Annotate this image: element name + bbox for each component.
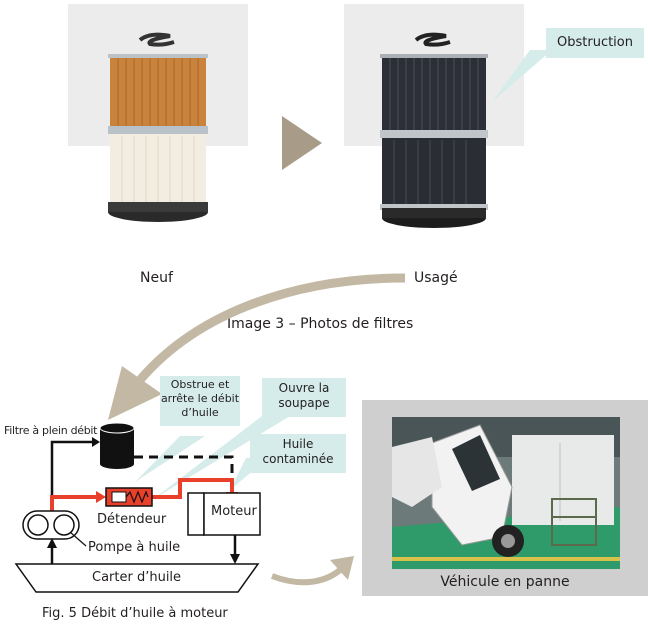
clog-callout-text: Obstrue et arrête le débit d’huile <box>160 378 240 419</box>
broken-vehicle-photo <box>392 417 620 569</box>
oil-pan-label: Carter d’huile <box>92 570 182 585</box>
engine-label: Moteur <box>211 504 257 519</box>
relief-valve-icon <box>105 487 153 507</box>
used-filter-label: Usagé <box>414 270 458 286</box>
photos-caption: Image 3 – Photos de filtres <box>227 316 414 332</box>
new-filter-label: Neuf <box>140 270 173 286</box>
contaminated-callout: Huile contaminée <box>250 434 346 473</box>
diagram-caption: Fig. 5 Débit d’huile à moteur <box>42 606 228 621</box>
oil-pump-label: Pompe à huile <box>88 540 181 555</box>
oil-pan-icon <box>14 563 260 593</box>
vehicle-panel: Véhicule en panne <box>362 400 648 596</box>
clog-callout: Obstrue et arrête le débit d’huile <box>160 376 240 426</box>
transition-arrow-icon <box>282 116 322 174</box>
obstruction-callout-pointer <box>492 50 552 102</box>
full-flow-filter-label: Filtre à plein débit <box>4 424 98 437</box>
oil-pump-icon <box>22 510 80 540</box>
engine-icon <box>187 492 261 536</box>
new-filter-photo <box>68 4 248 244</box>
vehicle-label: Véhicule en panne <box>440 574 570 590</box>
curved-arrow-to-vehicle-icon <box>270 556 354 586</box>
used-filter-photo <box>344 4 524 244</box>
oil-flow-diagram <box>14 416 290 593</box>
full-flow-filter-icon <box>99 422 135 469</box>
valve-callout-text: Ouvre la soupape <box>278 381 330 410</box>
obstruction-callout-text: Obstruction <box>557 35 633 50</box>
valve-callout: Ouvre la soupape <box>262 378 346 417</box>
relief-valve-label: Détendeur <box>97 512 167 527</box>
curved-arrow-to-diagram-icon <box>108 273 406 420</box>
obstruction-callout: Obstruction <box>546 28 644 58</box>
contaminated-callout-text: Huile contaminée <box>262 437 334 466</box>
